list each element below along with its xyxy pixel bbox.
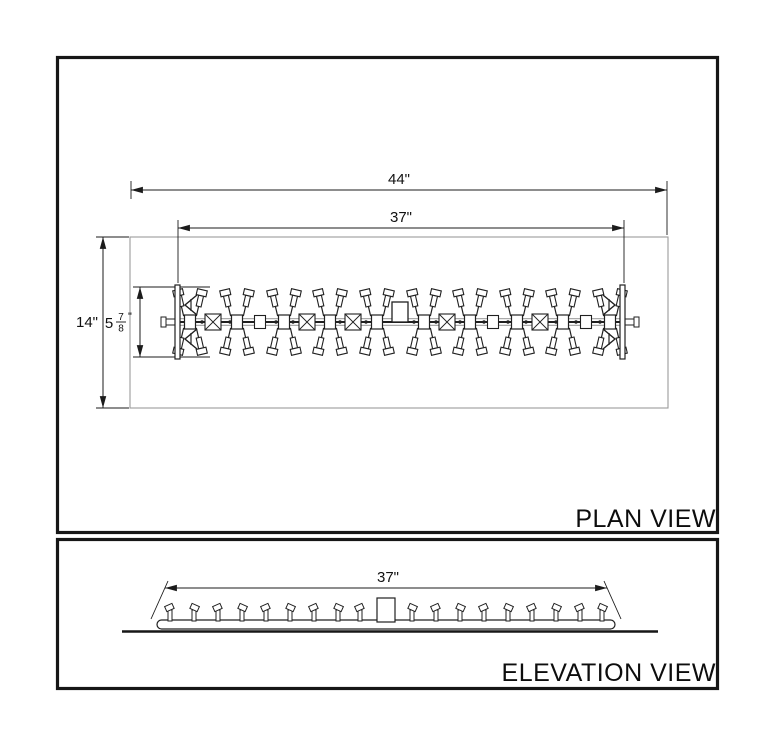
elev-nozzle [308, 602, 319, 622]
elev-nozzle [597, 602, 608, 622]
dim-label-tip-span-elevation: 37" [377, 569, 399, 586]
port-dot [412, 320, 416, 324]
elev-nozzle [189, 602, 200, 622]
port-dot [434, 320, 438, 324]
plan-view-title: PLAN VIEW [575, 505, 716, 533]
dim-label-tip-depth-numerator: 7 [118, 312, 124, 323]
port-dot [200, 320, 204, 324]
port-dot [598, 320, 602, 324]
pipe-coupling [579, 314, 593, 330]
port-dot [524, 320, 528, 324]
burner-assembly-plan [160, 284, 640, 360]
plan-panel-border [55, 55, 720, 535]
extension-line [150, 580, 169, 620]
elevation-panel-border [55, 537, 720, 691]
plan-view: 44" 37" 14" 5 7 8 " [76, 171, 716, 533]
elev-nozzle [407, 602, 418, 622]
manifold-ports [200, 320, 602, 324]
elev-nozzle [574, 602, 585, 622]
center-inlet-side [376, 597, 396, 623]
extension-line [603, 580, 622, 620]
elevation-view: 37" ELEVATION VIEW [122, 569, 716, 687]
cross-coupling [531, 313, 549, 331]
center-inlet [391, 301, 409, 323]
elevation-view-title: ELEVATION VIEW [502, 659, 716, 687]
plan-part-outline [129, 236, 669, 409]
port-dot [482, 320, 486, 324]
port-dot [274, 320, 278, 324]
port-dot [506, 320, 510, 324]
dimension-overall-length: 44" [130, 171, 668, 235]
elev-nozzle [260, 602, 271, 622]
dim-label-overall-length: 44" [388, 171, 410, 188]
dim-label-tip-depth-whole: 5 [105, 315, 113, 332]
elev-nozzle [430, 602, 441, 622]
elev-nozzle [354, 602, 365, 622]
port-dot [574, 320, 578, 324]
elev-nozzle [333, 602, 344, 622]
dim-label-tip-depth-denominator: 8 [118, 324, 124, 335]
port-dot [291, 320, 295, 324]
elev-nozzle [551, 602, 562, 622]
port-dot [458, 320, 462, 324]
dim-label-tip-span-plan: 37" [390, 209, 412, 226]
port-dot [554, 320, 558, 324]
sheet-border [55, 55, 720, 691]
dimension-tip-span-elevation: 37" [150, 569, 622, 620]
cross-coupling [204, 313, 222, 331]
port-dot [364, 320, 368, 324]
elev-nozzle [164, 602, 175, 622]
dimension-tip-span-plan: 37" [177, 209, 625, 283]
elev-nozzle [526, 602, 537, 622]
pipe-coupling [253, 314, 267, 330]
elev-nozzle [455, 602, 466, 622]
elev-nozzle [212, 602, 223, 622]
cross-coupling [438, 313, 456, 331]
dim-label-overall-depth: 14" [76, 314, 98, 331]
dimension-tip-depth: 5 7 8 " [105, 286, 210, 358]
cross-coupling [344, 313, 362, 331]
elev-nozzle [503, 602, 514, 622]
dimension-overall-depth: 14" [76, 236, 129, 409]
elev-nozzle [237, 602, 248, 622]
pipe-coupling [486, 314, 500, 330]
port-dot [338, 320, 342, 324]
dim-label-tip-depth-unit: " [128, 311, 132, 323]
elev-nozzle [285, 602, 296, 622]
cross-coupling [298, 313, 316, 331]
port-dot [228, 320, 232, 324]
elev-nozzle [478, 602, 489, 622]
